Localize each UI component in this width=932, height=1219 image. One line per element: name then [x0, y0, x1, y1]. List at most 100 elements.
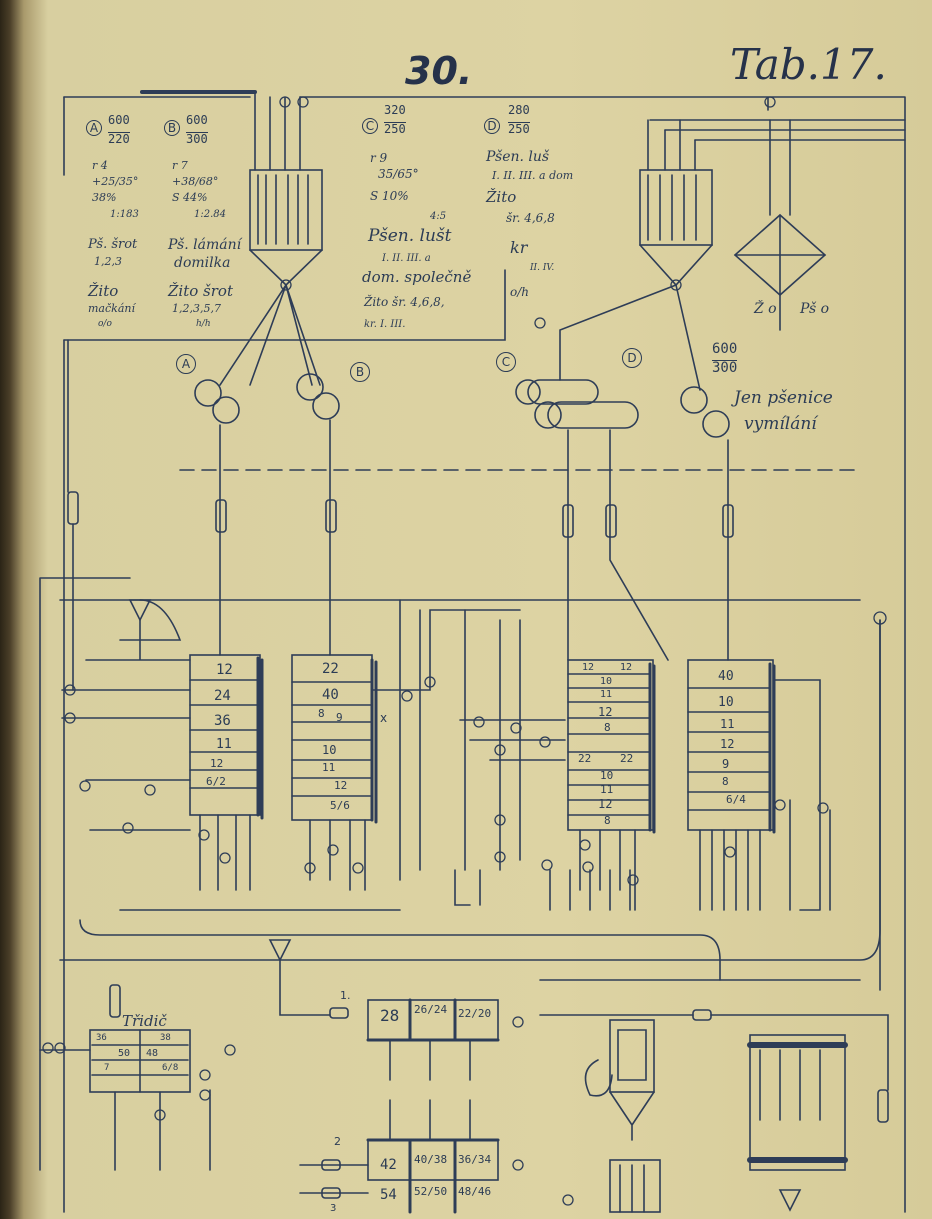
- roll-B1: [296, 373, 324, 401]
- legend-C-line: r 9: [370, 151, 388, 165]
- sifter-cell: 5/6: [330, 799, 350, 812]
- right-note-1: Jen pšenice: [734, 388, 833, 408]
- legend-C-line: 4:5: [430, 211, 447, 222]
- sorter-cell: 48: [146, 1048, 159, 1059]
- sifter-cell: 24: [214, 688, 231, 704]
- legend-C-line: I. II. III. a: [382, 253, 431, 264]
- purifier-1-cell: 28: [380, 1006, 400, 1025]
- legend-A-line: o/o: [98, 319, 112, 329]
- purifier-2-cell: 40/38: [414, 1153, 448, 1166]
- legend-C-top: 320: [384, 103, 406, 117]
- legend-B-line: domilka: [174, 255, 231, 271]
- sifter-cell: 9: [722, 757, 730, 771]
- legend-C-bottom: 250: [384, 122, 406, 136]
- sifter-cell: 6/4: [726, 793, 746, 806]
- legend-A-line: Žito: [88, 282, 119, 300]
- sifter-cell: 8: [604, 814, 611, 827]
- legend-A-line: 38%: [92, 191, 117, 204]
- sifter-cell: 12: [582, 662, 595, 673]
- bin-right: [639, 169, 713, 246]
- roller-C: [527, 379, 599, 405]
- legend-A-line: +25/35°: [92, 175, 139, 188]
- sifter-cell: 12: [216, 662, 233, 678]
- legend-A-line: Pš. šrot: [88, 237, 138, 252]
- legend-B-line: r 7: [172, 159, 188, 172]
- sifter-cell: 10: [600, 676, 613, 687]
- table-ref: Tab.17.: [730, 40, 887, 89]
- legend-B-letter: B: [164, 120, 180, 136]
- legend-B-line: 1:2.84: [194, 209, 226, 220]
- legend-B-line: Pš. lámání: [168, 237, 242, 253]
- purifier-1-label: 1.: [340, 989, 351, 1002]
- legend-C-line: S 10%: [370, 189, 409, 203]
- purifier-1-cell: 26/24: [414, 1003, 448, 1016]
- sifter-cell: 8: [604, 721, 611, 734]
- sifter-2-mark: x: [380, 711, 388, 725]
- legend-C-line: Pšen. lušt: [368, 226, 452, 246]
- sorter-cell: 36: [96, 1033, 107, 1043]
- legend-D-letter: D: [484, 118, 500, 134]
- sifter-cell: 9: [336, 711, 343, 724]
- roll-A1: [194, 379, 222, 407]
- right-fraction-bottom: 300: [712, 360, 738, 376]
- legend-C-line: 35/65°: [378, 167, 419, 181]
- purifier-3-cell: 48/46: [458, 1185, 492, 1198]
- legend-C-line: Žito šr. 4,6,8,: [364, 295, 445, 309]
- roll-B2: [312, 392, 340, 420]
- legend-B-line: Žito šrot: [168, 282, 233, 300]
- header-divider: [63, 269, 506, 341]
- legend-A-line: 1:183: [110, 209, 139, 220]
- sorter-title: Třidič: [122, 1012, 167, 1030]
- sifter-cell: 12: [720, 737, 735, 751]
- purifier-1-cell: 22/20: [458, 1007, 492, 1020]
- legend-D-bottom: 250: [508, 122, 530, 136]
- sifter-cell: 8: [722, 775, 729, 788]
- legend-B-line: S 44%: [172, 191, 208, 204]
- sifter-cell: 10: [600, 769, 614, 782]
- sifter-cell: 22: [620, 752, 634, 765]
- legend-D-top: 280: [508, 103, 530, 117]
- sifter-cell: 8: [318, 707, 325, 720]
- legend-A-line: r 4: [92, 159, 108, 172]
- heap-right-label: Pš o: [800, 301, 830, 317]
- legend-D-line: II. IV.: [530, 263, 555, 273]
- page-number: 30.: [405, 49, 473, 93]
- sifter-cell: 11: [600, 783, 614, 796]
- cyclone: [609, 1019, 655, 1093]
- roll-E2: [702, 410, 730, 438]
- legend-C-letter: C: [362, 118, 378, 134]
- mill-label-C: C: [496, 352, 516, 372]
- legend-A-top: 600: [108, 113, 130, 127]
- heap-left-label: Ž o: [754, 301, 777, 317]
- purifier-3-cell: 52/50: [414, 1185, 448, 1198]
- legend-D-line: o/h: [510, 285, 529, 299]
- legend-D-line: Pšen. luš: [486, 149, 550, 165]
- legend-D-line: I. II. III. a dom: [492, 169, 574, 182]
- purifier-2-cell: 36/34: [458, 1153, 492, 1166]
- bin-left: [249, 169, 323, 251]
- purifier-3-cell: 54: [380, 1187, 397, 1203]
- filter: [749, 1034, 846, 1171]
- sifter-cell: 11: [600, 689, 613, 700]
- frame-top-line: [63, 96, 906, 1213]
- sifter-cell: 12: [210, 757, 224, 770]
- roll-E1: [680, 386, 708, 414]
- sifter-cell: 12: [334, 779, 348, 792]
- legend-A-bottom: 220: [108, 132, 130, 146]
- legend-D-line: šr. 4,6,8: [506, 211, 555, 225]
- sifter-cell: 12: [598, 705, 613, 719]
- sifter-cell: 40: [718, 669, 734, 684]
- sifter-cell: 11: [322, 761, 336, 774]
- purifier-3-label: 3: [330, 1203, 337, 1214]
- sifter-1: [189, 654, 261, 816]
- sifter-cell: 11: [216, 737, 232, 752]
- legend-C-line: dom. společně: [362, 268, 472, 286]
- sifter-cell: 12: [620, 662, 633, 673]
- legend-B-top: 600: [186, 113, 208, 127]
- roller-D: [547, 401, 639, 429]
- sifter-cell: 11: [720, 717, 735, 731]
- mill-label-B: B: [350, 362, 370, 382]
- right-note-2: vymílání: [744, 414, 817, 434]
